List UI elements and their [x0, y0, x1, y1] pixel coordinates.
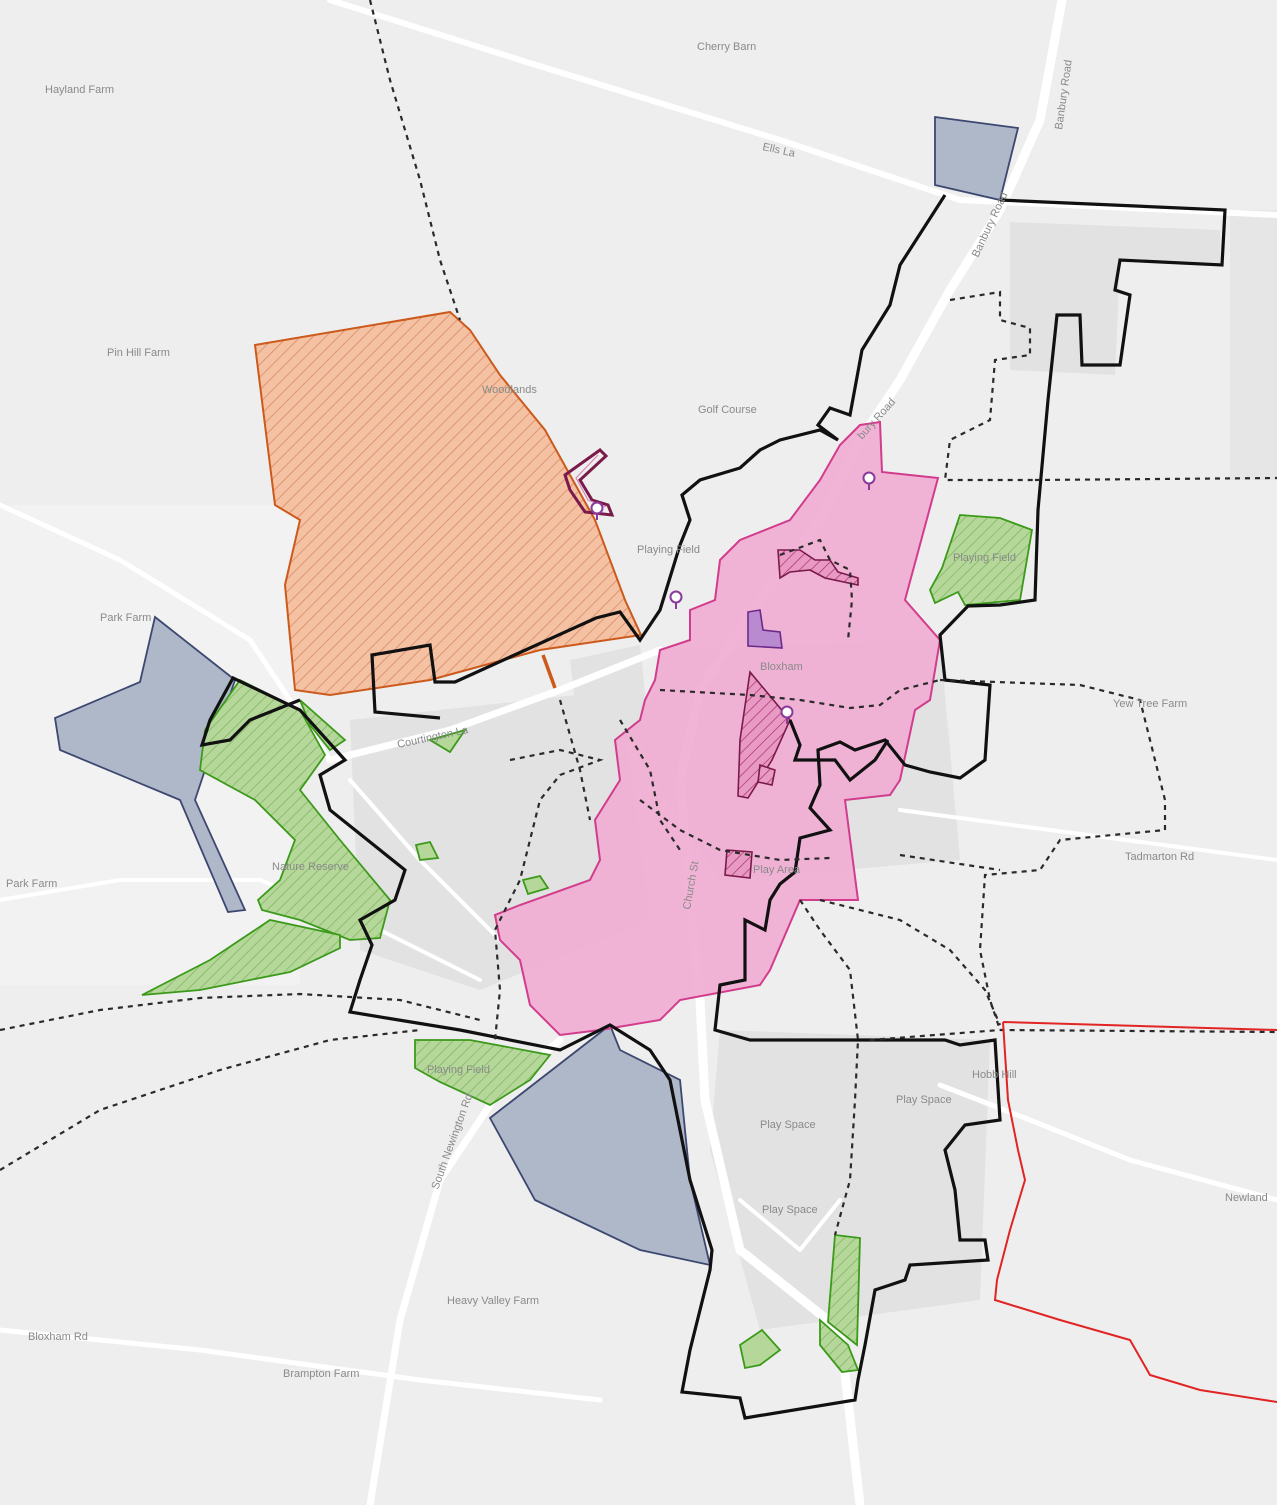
label-play-space-1: Play Space — [896, 1094, 952, 1106]
label-yew-tree-farm: Yew Tree Farm — [1113, 698, 1187, 710]
label-hayland-farm: Hayland Farm — [45, 84, 114, 96]
banbury-road — [855, 0, 1067, 445]
footpath-west-loop — [493, 748, 604, 1041]
green-space-small-2 — [521, 874, 550, 896]
marker-north — [862, 471, 876, 490]
bloxham-road — [0, 1327, 603, 1403]
label-park-farm: Park Farm — [100, 612, 151, 624]
label-play-space-2: Play Space — [760, 1119, 816, 1131]
label-park-farm-2: Park Farm — [6, 878, 57, 890]
tadmarton-road — [0, 878, 482, 982]
label-playing-field-west: Playing Field — [637, 544, 700, 556]
footpath-east — [1034, 476, 1277, 482]
marker-west — [669, 590, 683, 609]
allocation-spur — [541, 654, 557, 689]
label-woodlands: Woodlands — [482, 384, 537, 396]
label-playing-field-south: Playing Field — [427, 1064, 490, 1076]
boundary-north-edge — [370, 194, 947, 720]
footpath-north — [368, 0, 462, 321]
footpath-north-east-loop — [943, 290, 1035, 482]
green-space-south-west — [141, 919, 341, 996]
listed-building-markers[interactable] — [590, 471, 876, 725]
footpaths — [0, 0, 1277, 1236]
green-space-north-east — [929, 514, 1034, 606]
footpath-centre-4 — [639, 799, 831, 862]
green-space-small-1 — [414, 840, 440, 861]
label-bloxham: Bloxham — [760, 661, 803, 673]
green-space-courtington — [427, 728, 468, 754]
green-space-south-strip-2 — [819, 1317, 860, 1373]
footpath-south-east-2 — [819, 898, 1002, 1026]
label-brampton-farm: Brampton Farm — [283, 1368, 359, 1380]
footpath-centre-5 — [558, 699, 592, 821]
newland-road — [937, 1082, 1277, 1203]
label-play-area: Play Area — [753, 864, 801, 876]
label-cherry-barn: Cherry Barn — [697, 41, 756, 53]
site-allocation-area[interactable] — [253, 310, 643, 697]
green-space-nature-reserve — [199, 678, 391, 941]
listed-site-woodlands[interactable] — [563, 448, 615, 517]
courtington-lane — [326, 646, 664, 764]
west-road — [0, 502, 333, 763]
footpath-south-west-2 — [0, 1028, 421, 1171]
footpath-east-2 — [939, 678, 1167, 1031]
footpath-south-west-1 — [0, 992, 481, 1032]
listed-site-3[interactable] — [757, 763, 776, 786]
listed-site-2[interactable] — [724, 849, 753, 879]
parish-boundary[interactable] — [993, 1021, 1277, 1403]
ells-lane-road — [327, 0, 1277, 218]
green-space-playing-field-south — [414, 1039, 552, 1107]
marker-centre — [780, 705, 794, 724]
label-playing-field-east: Playing Field — [953, 552, 1016, 564]
label-tadmarton-rd: Tadmarton Rd — [1125, 851, 1194, 863]
built-up-north — [1010, 222, 1220, 375]
marker-woodlands — [590, 501, 604, 520]
label-play-space-3: Play Space — [762, 1204, 818, 1216]
label-heavy-valley-farm: Heavy Valley Farm — [447, 1295, 539, 1307]
south-estate-road — [738, 1198, 842, 1252]
green-space-south-strip — [827, 1233, 861, 1347]
label-bloxham-rd: Bloxham Rd — [28, 1331, 88, 1343]
label-pin-hill-farm: Pin Hill Farm — [107, 347, 170, 359]
label-newland: Newland — [1225, 1192, 1268, 1204]
built-up-gorse — [570, 645, 650, 745]
label-nature-reserve: Nature Reserve — [272, 861, 349, 873]
local-green-spaces[interactable] — [141, 514, 1034, 1373]
footpath-centre-2 — [659, 678, 941, 710]
strategic-areas[interactable] — [54, 115, 1020, 1267]
footpath-east-3 — [899, 853, 1001, 872]
field-tint-east — [1230, 210, 1277, 480]
east-road — [898, 808, 1277, 862]
listed-site-purple[interactable] — [747, 609, 783, 649]
footpath-east-boundary — [869, 1028, 1277, 1042]
label-golf-course: Golf Course — [698, 404, 757, 416]
green-space-south-play — [738, 1328, 782, 1370]
footpath-centre-3 — [619, 719, 681, 851]
built-up-south — [710, 1030, 990, 1330]
label-hobb-hill: Hobb Hill — [972, 1069, 1017, 1081]
settlement-boundary[interactable] — [199, 198, 1227, 1420]
listed-site-1[interactable] — [777, 549, 859, 586]
boundary-centre-loop — [788, 719, 890, 783]
footpath-centre-1 — [779, 538, 854, 641]
